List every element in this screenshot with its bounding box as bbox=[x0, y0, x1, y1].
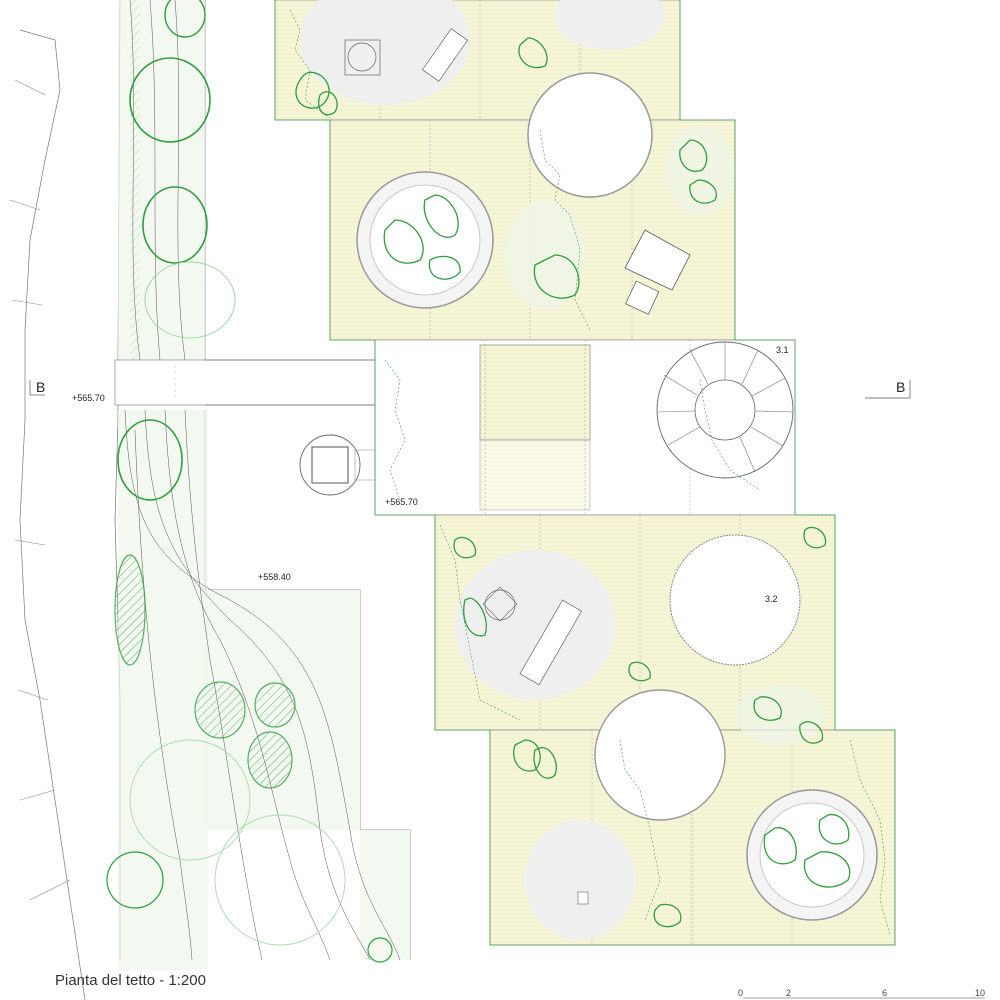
drawing-caption: Pianta del tetto - 1:200 bbox=[55, 972, 206, 989]
roof-edge bbox=[274, 0, 896, 946]
section-marker-right bbox=[865, 380, 911, 399]
bridge bbox=[114, 359, 376, 406]
planting-edges bbox=[289, 9, 891, 936]
elevation-ground-label: +558.40 bbox=[258, 572, 291, 582]
scale-tick-2: 2 bbox=[786, 988, 792, 998]
section-label-left: B bbox=[36, 379, 45, 395]
roof-planting bbox=[295, 37, 851, 928]
scale-tick-6: 6 bbox=[882, 988, 888, 998]
room-label-a: 3.1 bbox=[776, 345, 789, 355]
section-label-right: B bbox=[896, 379, 905, 395]
courtyards bbox=[299, 0, 878, 940]
scale-tick-10: 10 bbox=[975, 988, 986, 998]
elevation-terrace-label: +565.70 bbox=[385, 497, 418, 507]
section-marker-left bbox=[29, 380, 45, 396]
terrain-trees bbox=[106, 0, 393, 963]
room-label-b: 3.2 bbox=[765, 594, 778, 604]
scale-tick-0: 0 bbox=[738, 988, 744, 998]
elevation-bridge-label: +565.70 bbox=[72, 393, 105, 403]
